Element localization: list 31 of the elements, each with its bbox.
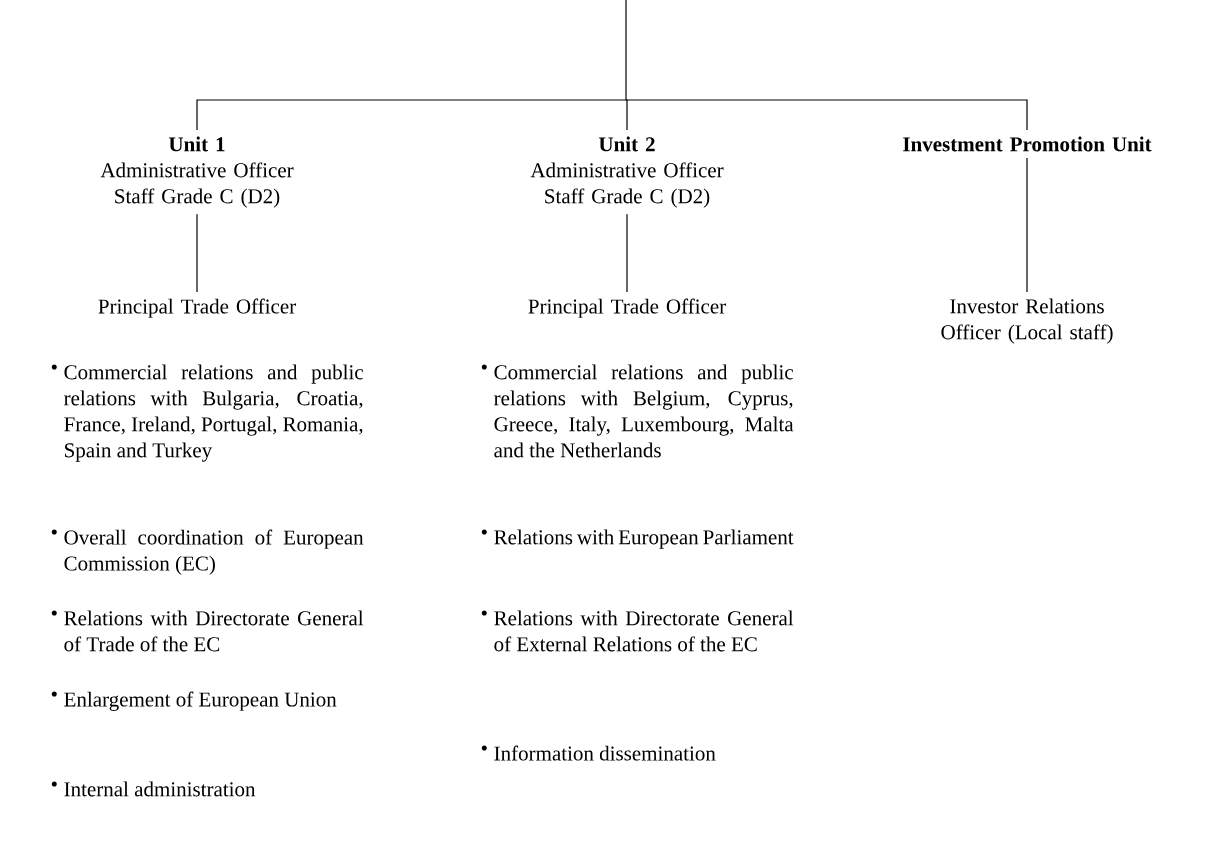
connector-line xyxy=(626,213,628,293)
connector-line xyxy=(625,99,1028,131)
bullet-mark: • xyxy=(51,781,57,787)
unit-heading: Investment Promotion Unit xyxy=(903,136,1152,152)
list-item: Commercial relations and public relations with Bulgaria, Croatia, France, Ireland, Portugal, Romania, Spain and Turkey xyxy=(64,364,363,462)
bullet-mark: • xyxy=(481,745,487,751)
list-item: Internal administration xyxy=(64,781,256,797)
list-item: Overall coordination of European Commission (EC) xyxy=(64,529,364,575)
connector-line xyxy=(1026,157,1028,293)
bullet-mark: • xyxy=(51,610,57,616)
list-item: Relations with European Parliament xyxy=(494,529,794,549)
bullet-mark: • xyxy=(481,529,487,535)
bullet-mark: • xyxy=(51,529,57,535)
list-item: Commercial relations and public relations with Belgium, Cyprus, Greece, Italy, Luxembourg, Malta and the Netherlands xyxy=(494,364,794,458)
bullet-mark: • xyxy=(51,364,57,370)
bullet-mark: • xyxy=(481,364,487,370)
list-item: Information dissemination xyxy=(494,745,716,761)
bullet-mark: • xyxy=(481,610,487,616)
bullet-mark: • xyxy=(51,691,57,697)
connector-line xyxy=(196,213,198,293)
unit-heading: Unit 2 Administrative Officer Staff Grade C (D2) xyxy=(530,136,724,208)
connector-line xyxy=(625,0,627,101)
position-title: Investor Relations Officer (Local staff) xyxy=(941,298,1113,344)
position-title: Principal Trade Officer xyxy=(528,298,726,318)
connector-line xyxy=(625,99,628,131)
connector-line xyxy=(196,99,627,131)
list-item: Enlargement of European Union xyxy=(64,691,337,711)
list-item: Relations with Directorate General of External Relations of the EC xyxy=(494,610,794,652)
unit-heading: Unit 1 Administrative Officer Staff Grade C (D2) xyxy=(100,136,294,208)
position-title: Principal Trade Officer xyxy=(98,298,296,318)
list-item: Relations with Directorate General of Trade of the EC xyxy=(64,610,364,652)
